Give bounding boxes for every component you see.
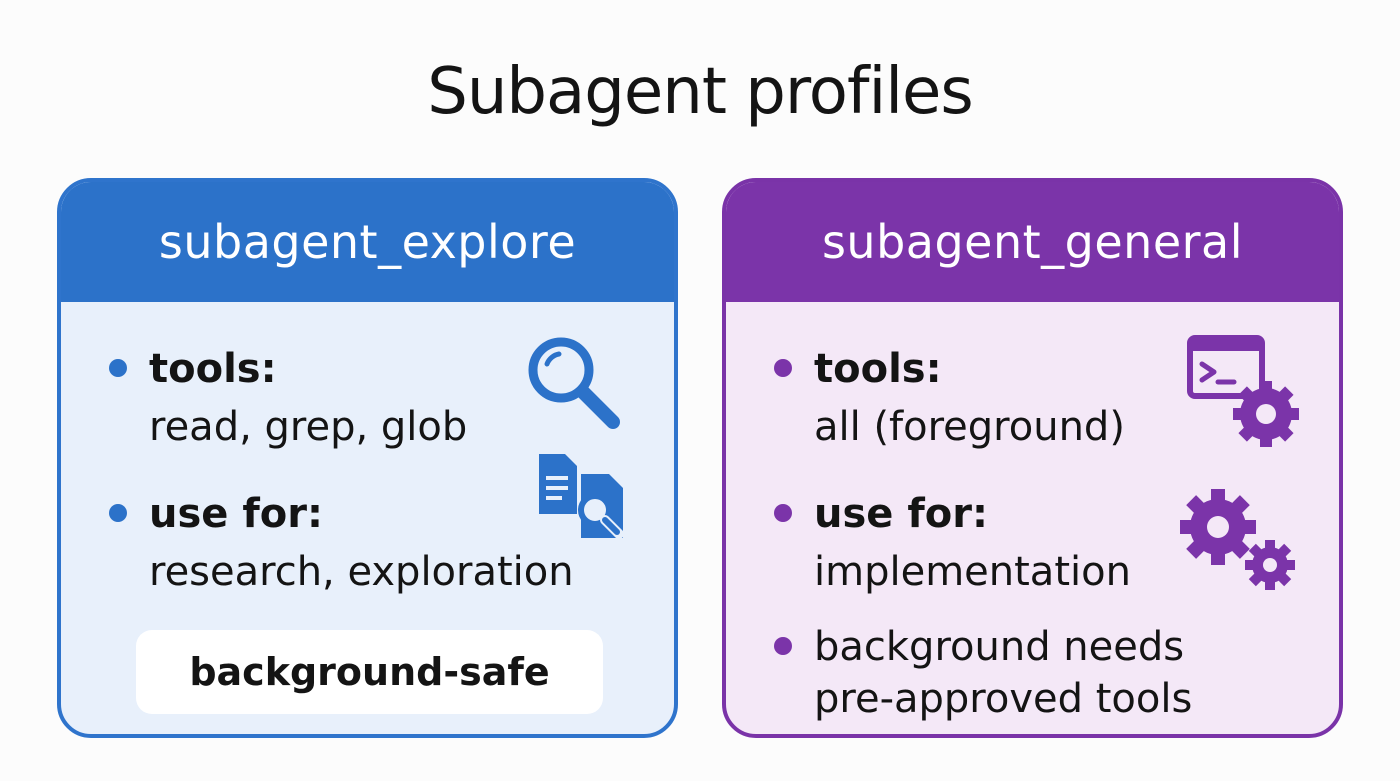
use-for-label: use for: bbox=[149, 491, 323, 537]
gears-icon bbox=[1180, 489, 1295, 590]
bullet bbox=[774, 637, 792, 655]
page-title: Subagent profiles bbox=[427, 55, 974, 129]
background-note-line2: pre-approved tools bbox=[814, 676, 1193, 722]
bullet bbox=[774, 359, 792, 377]
use-for-label: use for: bbox=[814, 491, 988, 537]
search-icon bbox=[528, 337, 620, 429]
tools-value: all (foreground) bbox=[814, 404, 1125, 450]
tools-label: tools: bbox=[814, 346, 942, 392]
bullet bbox=[109, 504, 127, 522]
tools-value: read, grep, glob bbox=[149, 404, 468, 450]
card-subagent-explore: subagent_explore tools: read, grep, glob… bbox=[57, 178, 678, 738]
tools-label: tools: bbox=[149, 346, 277, 392]
background-note-line1: background needs bbox=[814, 624, 1185, 670]
document-search-icon bbox=[539, 454, 624, 539]
card-header: subagent_general bbox=[726, 182, 1339, 302]
card-subagent-general: subagent_general tools: all (foreground)… bbox=[722, 178, 1343, 738]
background-safe-badge: background-safe bbox=[136, 630, 603, 714]
bullet bbox=[774, 504, 792, 522]
use-for-value: implementation bbox=[814, 549, 1131, 595]
terminal-gear-icon bbox=[1187, 335, 1299, 447]
bullet bbox=[109, 359, 127, 377]
use-for-value: research, exploration bbox=[149, 549, 574, 595]
card-header: subagent_explore bbox=[61, 182, 674, 302]
